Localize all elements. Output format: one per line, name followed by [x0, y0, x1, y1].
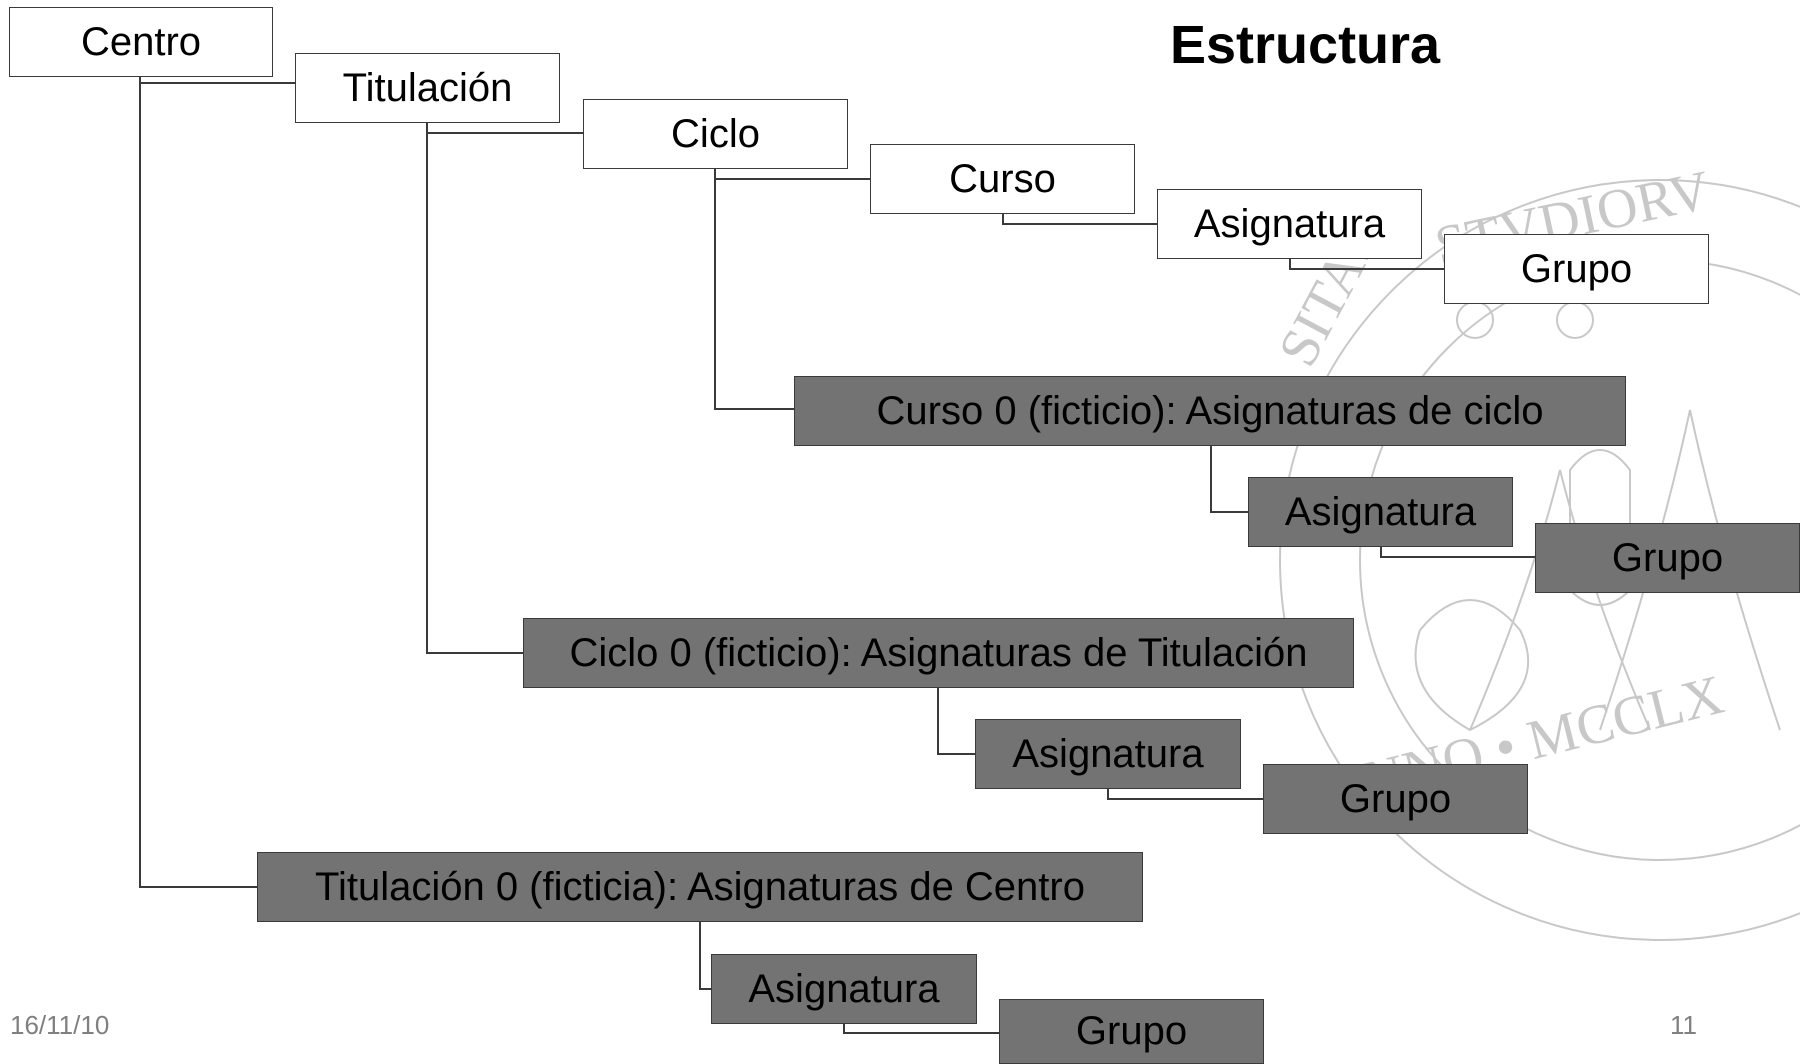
connector-titulacion-ciclo0 [426, 133, 523, 654]
node-ciclo0-ficticio: Ciclo 0 (ficticio): Asignaturas de Titul… [523, 618, 1354, 688]
connector-ciclo-curso [714, 169, 870, 180]
node-grupo: Grupo [1444, 234, 1709, 304]
node-grupo-titulacion0: Grupo [999, 999, 1264, 1064]
node-curso: Curso [870, 144, 1135, 214]
connector-centro-titulacion [139, 77, 295, 84]
connector-asignatura-grupo [1289, 259, 1444, 270]
node-titulacion0-ficticia: Titulación 0 (ficticia): Asignaturas de … [257, 852, 1143, 922]
slide-title: Estructura [1170, 15, 1441, 75]
node-curso0-ficticio: Curso 0 (ficticio): Asignaturas de ciclo [794, 376, 1626, 446]
footer-date: 16/11/10 [10, 1010, 110, 1040]
node-grupo-ciclo0: Grupo [1263, 764, 1528, 834]
connector-curso-asignatura [1002, 214, 1157, 225]
footer-page-number: 11 [1670, 1010, 1697, 1040]
connector-ciclo-curso0 [714, 179, 794, 410]
connector-curso0-asignatura [1210, 446, 1248, 513]
node-ciclo: Ciclo [583, 99, 848, 169]
node-asignatura-curso0: Asignatura [1248, 477, 1513, 547]
connector-asignatura3-grupo3 [1107, 789, 1263, 800]
node-grupo-curso0: Grupo [1535, 523, 1800, 593]
connector-ciclo0-asignatura [937, 688, 975, 755]
node-asignatura: Asignatura [1157, 189, 1422, 259]
connector-asignatura2-grupo2 [1380, 547, 1535, 558]
node-asignatura-titulacion0: Asignatura [711, 954, 977, 1024]
connector-centro-titulacion0 [139, 83, 257, 888]
node-asignatura-ciclo0: Asignatura [975, 719, 1241, 789]
node-titulacion: Titulación [295, 53, 560, 123]
connector-asignatura4-grupo4 [843, 1023, 999, 1034]
connector-titulacion0-asignatura [699, 922, 711, 990]
connector-titulacion-ciclo [426, 123, 583, 134]
node-centro: Centro [9, 7, 273, 77]
